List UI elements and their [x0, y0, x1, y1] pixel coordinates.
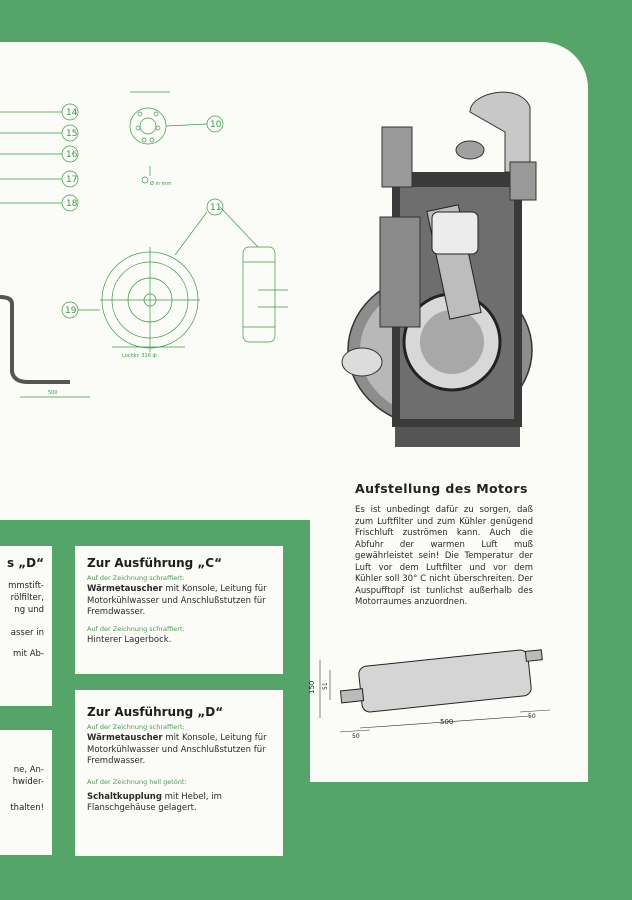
card-c-text-2: Hinterer Lagerbock. [87, 634, 172, 645]
card-d-text-2: Schaltkupplung mit Hebel, im Flanschgehä… [87, 791, 222, 814]
left-card-line: asser in [10, 628, 44, 638]
muffler-dim-pipe: 51 [322, 682, 329, 690]
left-card-line: mmstift- [8, 581, 44, 591]
callout-16: 16 [66, 150, 78, 160]
left-card-top-title: s „D“ [6, 556, 44, 570]
left-card-line: ng und [14, 605, 44, 615]
section-paragraph: Es ist unbedingt dafür zu sorgen, daß zu… [355, 505, 533, 607]
callout-11: 11 [210, 203, 221, 213]
left-card-top: s „D“ mmstift- rölfilter, ng und asser i… [0, 546, 52, 706]
crank-dimension: 500 [48, 390, 58, 396]
muffler-drawing: 150 51 500 50 50 [308, 649, 551, 740]
muffler-dim-left: 50 [352, 733, 360, 740]
card-ausfuehrung-d: Zur Ausführung „D“ Auf der Zeichnung sch… [75, 690, 283, 856]
card-c-note-1: Auf der Zeichnung schraffiert: [87, 574, 185, 582]
bolt-diameter-label: Ø in mm [150, 180, 172, 187]
card-d-title: Zur Ausführung „D“ [87, 705, 224, 719]
callout-19: 19 [65, 306, 77, 316]
technical-drawing: 14 15 16 17 18 10 11 19 Ø in mm 500 Loch… [0, 91, 537, 447]
left-card-line: ne, An- [13, 765, 44, 775]
card-c-title: Zur Ausführung „C“ [87, 556, 222, 570]
left-card-line: hwider- [12, 777, 44, 787]
muffler-dim-length: 500 [440, 718, 453, 726]
card-d-note-1: Auf der Zeichnung schraffiert: [87, 723, 185, 731]
card-d-note-2: Auf der Zeichnung hell getönt: [87, 777, 187, 786]
left-card-line: mit Ab- [13, 649, 44, 659]
callout-14: 14 [66, 108, 78, 118]
callout-10: 10 [210, 120, 222, 130]
muffler-dim-right: 50 [528, 713, 536, 720]
left-card-bottom: ne, An- hwider- thalten! [0, 730, 52, 855]
card-ausfuehrung-c: Zur Ausführung „C“ Auf der Zeichnung sch… [75, 546, 283, 674]
callout-17: 17 [66, 175, 77, 185]
card-c-text-1: Wärmetauscher mit Konsole, Leitung für M… [87, 584, 267, 617]
left-card-line: thalten! [10, 803, 44, 813]
callout-15: 15 [66, 129, 77, 139]
callout-18: 18 [66, 199, 78, 209]
card-c-note-2: Auf der Zeichnung schraffiert: [87, 624, 185, 633]
left-card-line: rölfilter, [10, 593, 44, 603]
engine-cutaway-illustration [341, 91, 537, 447]
section-title: Aufstellung des Motors [355, 481, 528, 496]
card-d-text-1: Wärmetauscher mit Konsole, Leitung für M… [87, 733, 267, 766]
muffler-dim-height: 150 [308, 681, 316, 694]
flange-circle-label: Lochkr. 316 ф [122, 353, 157, 359]
